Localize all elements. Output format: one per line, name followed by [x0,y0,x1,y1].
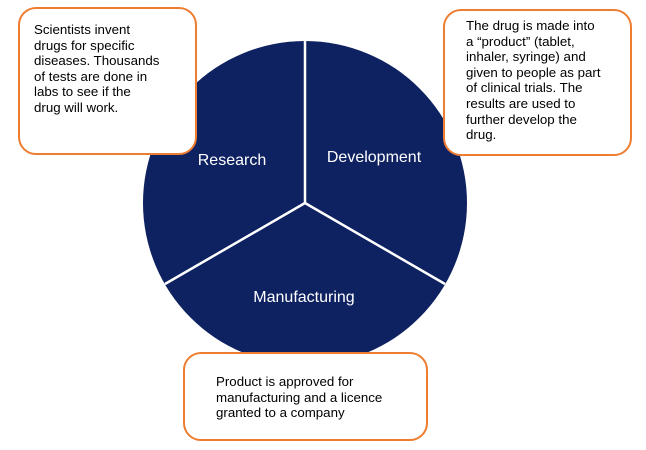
divider-left [164,201,306,286]
divider-right [304,201,446,286]
segment-label-development: Development [327,149,422,166]
segment-label-research: Research [198,152,266,169]
callout-research: Scientists invent drugs for specific dis… [18,7,197,155]
callout-manufacturing: Product is approved for manufacturing an… [183,352,428,441]
segment-label-manufacturing: Manufacturing [253,289,354,306]
callout-development: The drug is made into a “product” (table… [443,9,632,156]
